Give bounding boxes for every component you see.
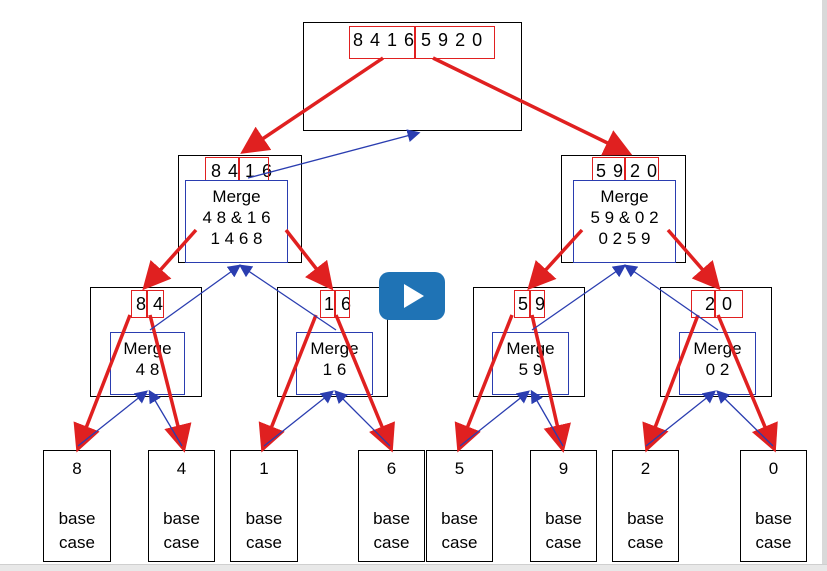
leaf-label-line1: base bbox=[755, 509, 792, 528]
leaf-node-5: 5 base case bbox=[426, 450, 493, 562]
leaf-label-line1: base bbox=[58, 509, 96, 528]
level2-highlight-3a bbox=[514, 290, 530, 318]
level1-right-digits: 5 9 2 0 bbox=[596, 161, 659, 181]
leaf-node-6: 9 base case bbox=[530, 450, 597, 562]
merge-result: 5 9 bbox=[518, 360, 543, 379]
leaf-label-line2: case bbox=[59, 533, 95, 552]
merge-box-level1-left: Merge 4 8 & 1 6 1 4 6 8 bbox=[185, 180, 288, 263]
play-icon bbox=[404, 284, 424, 308]
merge-result: 1 4 6 8 bbox=[210, 229, 263, 248]
leaf-value: 5 bbox=[454, 459, 465, 478]
merge-inputs: 4 8 & 1 6 bbox=[202, 208, 271, 227]
merge-result: 0 2 5 9 bbox=[598, 229, 651, 248]
merge-result: 1 6 bbox=[322, 360, 347, 379]
leaf-label-line2: case bbox=[163, 533, 200, 552]
right-edge-border bbox=[822, 0, 827, 564]
leaf-node-2: 4 base case bbox=[148, 450, 215, 562]
leaf-label-line2: case bbox=[441, 533, 478, 552]
leaf-value: 0 bbox=[768, 459, 779, 478]
merge-label: Merge bbox=[600, 187, 649, 206]
merge-box-level2-2: Merge 1 6 bbox=[296, 332, 373, 395]
merge-box-level2-4: Merge 0 2 bbox=[679, 332, 756, 395]
level2-highlight-4b bbox=[715, 290, 743, 318]
leaf-label-line2: case bbox=[755, 533, 792, 552]
root-left-half-highlight bbox=[349, 26, 415, 59]
leaf-label-line1: base bbox=[163, 509, 200, 528]
leaf-label-line1: base bbox=[441, 509, 478, 528]
merge-label: Merge bbox=[123, 339, 172, 358]
root-digits: 8 4 1 6 5 9 2 0 bbox=[353, 30, 484, 50]
leaf-label-line2: case bbox=[373, 533, 410, 552]
leaf-label-line1: base bbox=[627, 509, 664, 528]
merge-arrow bbox=[77, 390, 149, 447]
leaf-value: 8 bbox=[72, 459, 82, 478]
bottom-bar bbox=[0, 564, 827, 571]
leaf-node-4: 6 base case bbox=[358, 450, 425, 562]
level2-highlight-2a bbox=[320, 290, 335, 318]
play-button[interactable] bbox=[379, 272, 445, 320]
merge-arrow bbox=[459, 390, 531, 447]
root-right-half-highlight bbox=[415, 26, 495, 59]
merge-label: Merge bbox=[212, 187, 261, 206]
merge-arrow bbox=[334, 390, 391, 447]
level2-highlight-4a bbox=[691, 290, 715, 318]
leaf-node-1: 8 base case bbox=[43, 450, 111, 562]
leaf-value: 9 bbox=[558, 459, 569, 478]
leaf-label-line1: base bbox=[373, 509, 410, 528]
merge-result: 4 8 bbox=[135, 360, 160, 379]
leaf-label-line2: case bbox=[627, 533, 664, 552]
level2-highlight-1b bbox=[147, 290, 164, 318]
leaf-node-7: 2 base case bbox=[612, 450, 679, 562]
level2-highlight-1a bbox=[131, 290, 147, 318]
merge-label: Merge bbox=[693, 339, 742, 358]
merge-arrow bbox=[530, 389, 564, 447]
leaf-value: 2 bbox=[640, 459, 651, 478]
level2-highlight-3b bbox=[530, 290, 545, 318]
merge-arrow bbox=[645, 390, 717, 447]
merge-box-level2-3: Merge 5 9 bbox=[492, 332, 569, 395]
merge-arrow bbox=[716, 390, 774, 447]
leaf-value: 6 bbox=[386, 459, 397, 478]
leaf-label-line1: base bbox=[545, 509, 582, 528]
leaf-value: 1 bbox=[259, 459, 269, 478]
merge-box-level2-1: Merge 4 8 bbox=[110, 332, 185, 395]
leaf-node-3: 1 base case bbox=[230, 450, 298, 562]
merge-arrow bbox=[148, 389, 183, 447]
merge-result: 0 2 bbox=[705, 360, 730, 379]
merge-inputs: 5 9 & 0 2 bbox=[590, 208, 659, 227]
merge-box-level1-right: Merge 5 9 & 0 2 0 2 5 9 bbox=[573, 180, 676, 263]
merge-label: Merge bbox=[310, 339, 359, 358]
root-node: 8 4 1 6 5 9 2 0 bbox=[303, 22, 522, 131]
leaf-label-line1: base bbox=[245, 509, 283, 528]
leaf-label-line2: case bbox=[545, 533, 582, 552]
merge-arrow bbox=[263, 390, 335, 447]
level2-highlight-2b bbox=[335, 290, 350, 318]
leaf-value: 4 bbox=[176, 459, 187, 478]
leaf-label-line2: case bbox=[246, 533, 282, 552]
leaf-node-8: 0 base case bbox=[740, 450, 807, 562]
merge-label: Merge bbox=[506, 339, 555, 358]
